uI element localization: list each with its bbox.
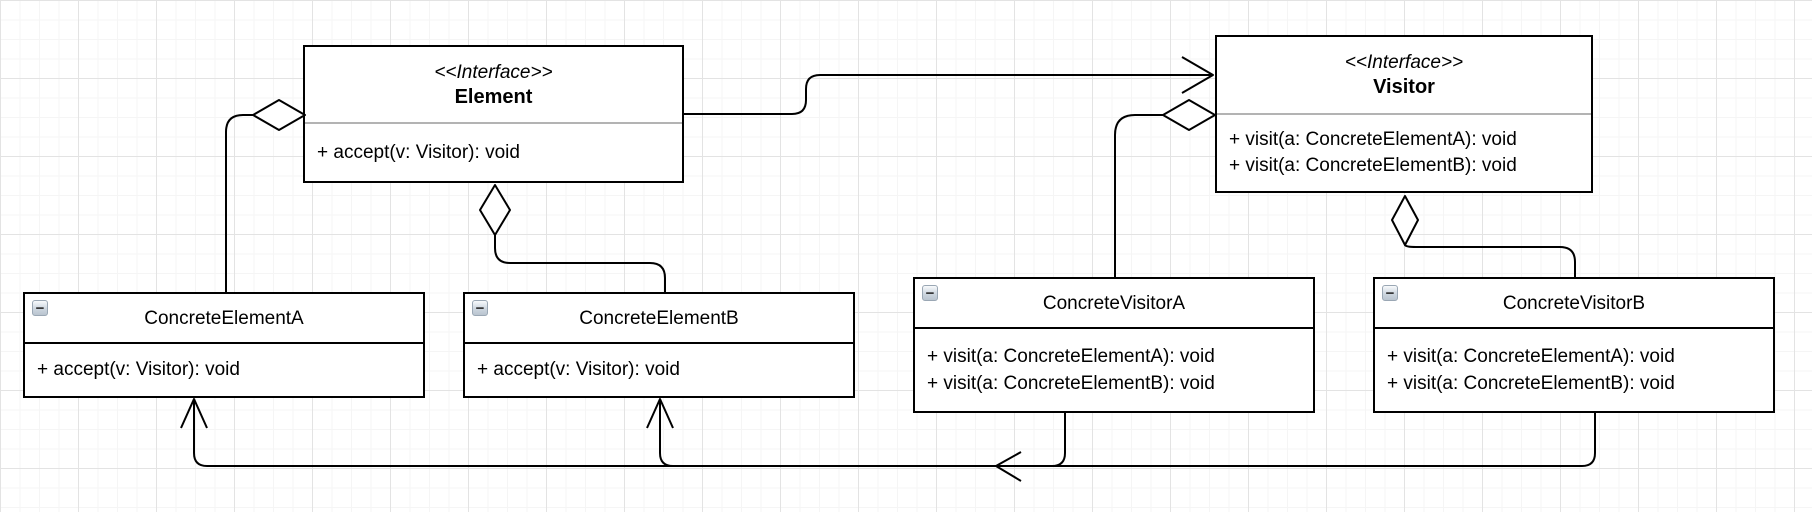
class-box-concrete-visitor-b[interactable]: − ConcreteVisitorB + visit(a: ConcreteEl… [1373,277,1775,413]
method-label: + accept(v: Visitor): void [37,359,240,380]
aggregation-diamond-icon [479,184,511,236]
method-label: + visit(a: ConcreteElementA): void [1387,346,1675,367]
class-name: ConcreteElementB [579,307,739,329]
class-header-element: <<Interface>> Element [305,47,682,122]
class-name: Visitor [1373,76,1435,98]
edge-junction-arrowhead[interactable] [995,451,1022,482]
aggregation-diamond-icon [1391,195,1419,246]
aggregation-diamond-icon [252,99,306,131]
class-name: ConcreteVisitorA [1042,292,1186,314]
edge-element-to-visitor-association[interactable] [684,56,1214,115]
stereotype-label: <<Interface>> [434,61,553,83]
class-box-concrete-element-b[interactable]: − ConcreteElementB + accept(v: Visitor):… [463,292,855,398]
aggregation-diamond-icon [1162,99,1216,131]
methods-compartment: + visit(a: ConcreteElementA): void + vis… [1217,113,1591,191]
class-header-concrete-visitor-b: − ConcreteVisitorB [1375,279,1773,327]
class-name: ConcreteVisitorB [1502,292,1646,314]
methods-compartment: + accept(v: Visitor): void [25,342,423,396]
edge-concrete-visitor-a-to-visitor-aggregation[interactable] [1114,99,1216,277]
class-header-visitor: <<Interface>> Visitor [1217,37,1591,113]
class-box-concrete-visitor-a[interactable]: − ConcreteVisitorA + visit(a: ConcreteEl… [913,277,1315,413]
method-label: + visit(a: ConcreteElementB): void [1387,373,1675,394]
open-arrowhead-icon [180,398,208,429]
collapse-icon[interactable]: − [32,300,48,316]
stereotype-label: <<Interface>> [1344,52,1464,73]
method-label: + visit(a: ConcreteElementA): void [927,346,1215,367]
methods-compartment: + visit(a: ConcreteElementA): void + vis… [915,327,1313,411]
class-header-concrete-element-a: − ConcreteElementA [25,294,423,342]
open-arrowhead-icon [1181,56,1214,94]
collapse-icon[interactable]: − [472,300,488,316]
edge-concrete-visitor-b-to-visitor-aggregation[interactable] [1391,195,1576,277]
method-label: + accept(v: Visitor): void [477,359,680,380]
class-header-concrete-visitor-a: − ConcreteVisitorA [915,279,1313,327]
method-label: + accept(v: Visitor): void [317,141,520,163]
class-name: ConcreteElementA [144,307,304,329]
method-label: + visit(a: ConcreteElementB): void [1229,155,1517,176]
class-box-concrete-element-a[interactable]: − ConcreteElementA + accept(v: Visitor):… [23,292,425,398]
collapse-icon[interactable]: − [922,285,938,301]
methods-compartment: + accept(v: Visitor): void [465,342,853,396]
class-name: Element [454,85,533,108]
edge-concrete-element-a-to-element-aggregation[interactable] [225,99,306,292]
class-box-visitor[interactable]: <<Interface>> Visitor + visit(a: Concret… [1215,35,1593,193]
edge-concrete-element-b-to-element-aggregation[interactable] [479,184,666,292]
open-arrowhead-left-icon [995,451,1022,482]
method-label: + visit(a: ConcreteElementB): void [927,373,1215,394]
open-arrowhead-icon [646,398,674,429]
collapse-icon[interactable]: − [1382,285,1398,301]
methods-compartment: + accept(v: Visitor): void [305,122,682,181]
class-box-element[interactable]: <<Interface>> Element + accept(v: Visito… [303,45,684,183]
method-label: + visit(a: ConcreteElementA): void [1229,129,1517,150]
methods-compartment: + visit(a: ConcreteElementA): void + vis… [1375,327,1773,411]
class-header-concrete-element-b: − ConcreteElementB [465,294,853,342]
